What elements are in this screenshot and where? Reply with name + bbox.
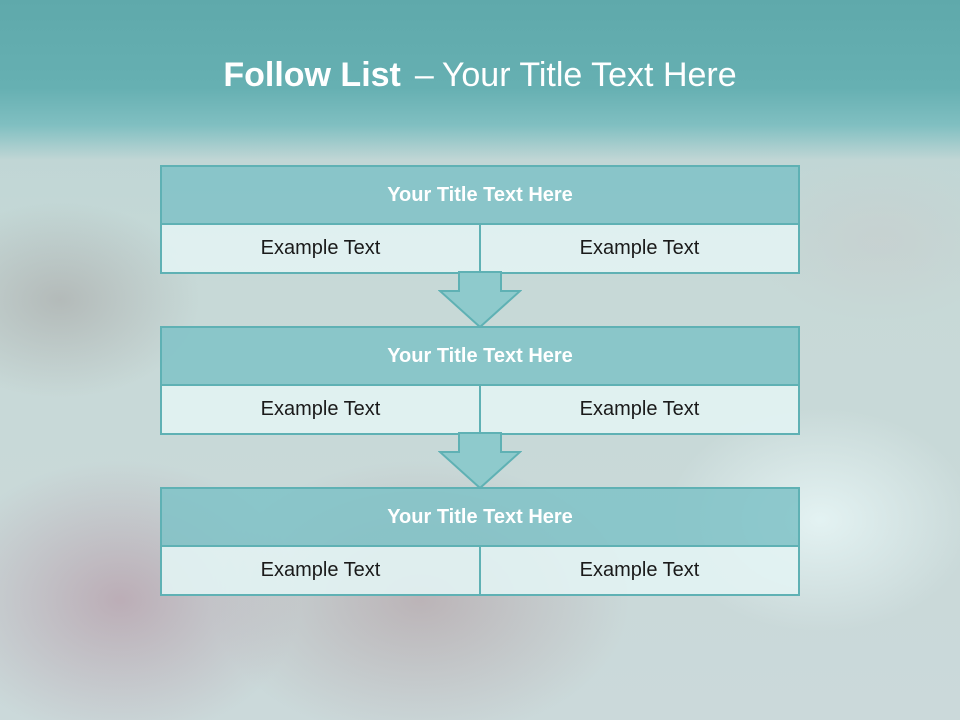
block-row: Example Text Example Text bbox=[162, 547, 798, 594]
block-cell-left: Example Text bbox=[162, 225, 479, 272]
list-block-2: Your Title Text Here Example Text Exampl… bbox=[160, 326, 800, 435]
title-rest: Your Title Text Here bbox=[441, 56, 737, 94]
down-arrow-icon bbox=[438, 271, 522, 329]
block-cell-right: Example Text bbox=[479, 225, 798, 272]
title-banner bbox=[0, 0, 960, 160]
title-separator: – bbox=[414, 56, 434, 94]
slide-title: Follow List–Your Title Text Here bbox=[0, 56, 960, 95]
block-row: Example Text Example Text bbox=[162, 386, 798, 433]
down-arrow-icon bbox=[438, 432, 522, 490]
block-title: Your Title Text Here bbox=[162, 167, 798, 225]
block-cell-left: Example Text bbox=[162, 547, 479, 594]
block-cell-right: Example Text bbox=[479, 547, 798, 594]
block-title: Your Title Text Here bbox=[162, 489, 798, 547]
block-cell-left: Example Text bbox=[162, 386, 479, 433]
block-row: Example Text Example Text bbox=[162, 225, 798, 272]
title-bold: Follow List bbox=[223, 56, 401, 94]
list-block-3: Your Title Text Here Example Text Exampl… bbox=[160, 487, 800, 596]
block-title: Your Title Text Here bbox=[162, 328, 798, 386]
list-block-1: Your Title Text Here Example Text Exampl… bbox=[160, 165, 800, 274]
block-cell-right: Example Text bbox=[479, 386, 798, 433]
